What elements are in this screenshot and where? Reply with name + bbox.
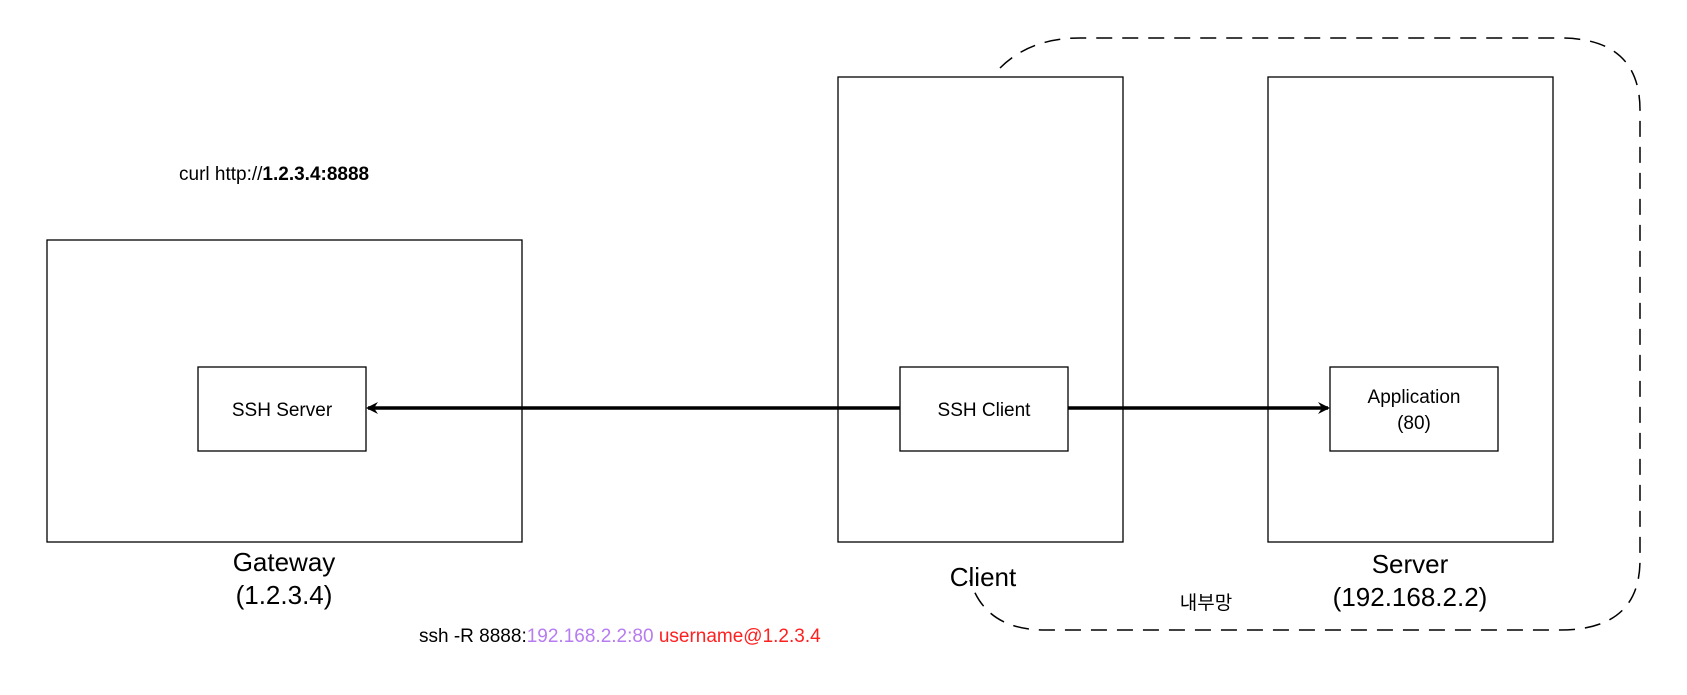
gateway-name: Gateway bbox=[233, 547, 336, 577]
curl-prefix: curl http:// bbox=[179, 164, 263, 185]
application-label: Application bbox=[1368, 387, 1461, 408]
client-box bbox=[837, 76, 1124, 543]
ssh-prefix: ssh -R 8888: bbox=[419, 626, 527, 647]
server-name: Server bbox=[1372, 549, 1449, 579]
gateway-box bbox=[46, 239, 523, 543]
server-address: (192.168.2.2) bbox=[1333, 582, 1488, 612]
ssh-forward: 192.168.2.2:80 bbox=[527, 626, 654, 647]
internal-network-boundary bbox=[969, 37, 1641, 631]
curl-target: 1.2.3.4:8888 bbox=[262, 164, 369, 185]
ssh-server-label: SSH Server bbox=[232, 400, 333, 421]
gateway-address: (1.2.3.4) bbox=[236, 580, 333, 610]
curl-command: curl http://1.2.3.4:8888 bbox=[179, 164, 369, 185]
application-box bbox=[1329, 366, 1499, 452]
client-name: Client bbox=[950, 562, 1017, 592]
application-port-label: (80) bbox=[1397, 413, 1431, 434]
internal-network-label: 내부망 bbox=[1180, 592, 1232, 614]
ssh-destination: username@1.2.3.4 bbox=[659, 626, 821, 647]
ssh-client-label: SSH Client bbox=[938, 400, 1032, 421]
ssh-command: ssh -R 8888:192.168.2.2:80 username@1.2.… bbox=[419, 626, 821, 647]
server-box bbox=[1267, 76, 1554, 543]
